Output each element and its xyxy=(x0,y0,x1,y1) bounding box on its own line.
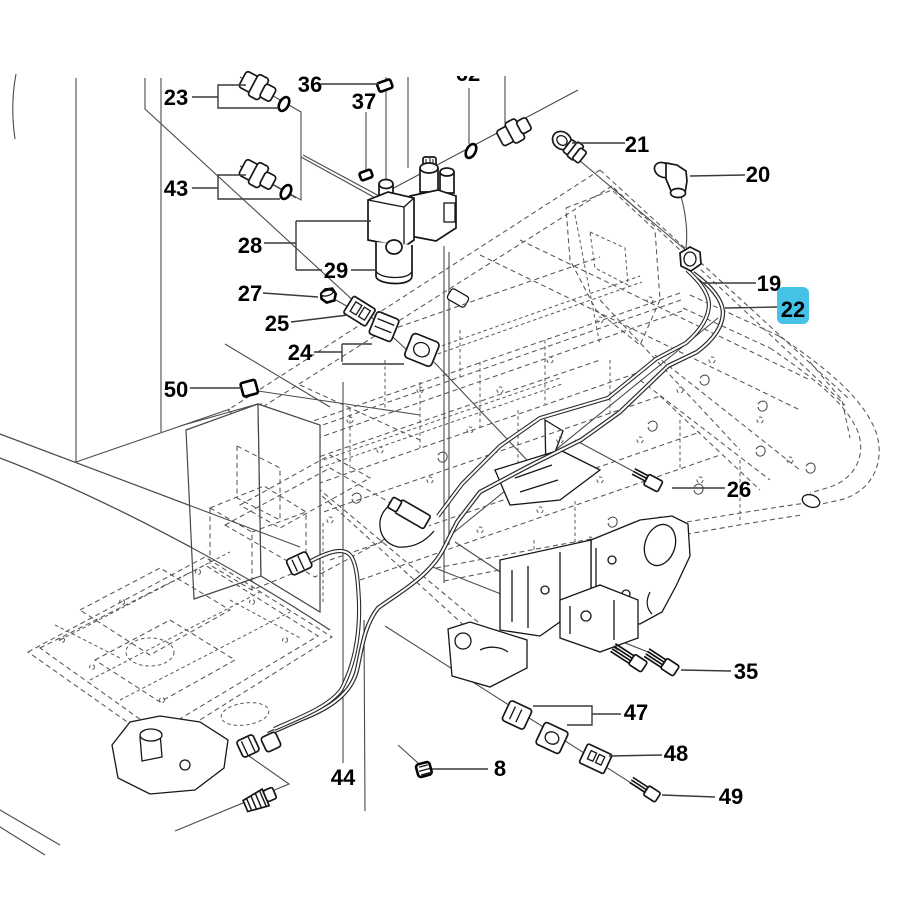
svg-text:36: 36 xyxy=(298,72,322,97)
svg-text:8: 8 xyxy=(494,756,506,781)
svg-text:20: 20 xyxy=(746,162,770,187)
svg-text:27: 27 xyxy=(238,281,262,306)
svg-text:22: 22 xyxy=(781,297,805,322)
svg-text:44: 44 xyxy=(331,765,356,790)
svg-text:23: 23 xyxy=(164,85,188,110)
svg-text:37: 37 xyxy=(352,89,376,114)
svg-text:35: 35 xyxy=(734,659,758,684)
svg-text:26: 26 xyxy=(727,477,751,502)
svg-text:49: 49 xyxy=(719,784,743,809)
svg-text:47: 47 xyxy=(624,700,648,725)
svg-text:24: 24 xyxy=(288,340,313,365)
svg-text:25: 25 xyxy=(265,311,289,336)
svg-text:43: 43 xyxy=(164,176,188,201)
svg-text:48: 48 xyxy=(664,741,688,766)
svg-text:28: 28 xyxy=(238,233,262,258)
svg-text:29: 29 xyxy=(324,258,348,283)
svg-text:21: 21 xyxy=(625,132,649,157)
svg-text:50: 50 xyxy=(164,377,188,402)
